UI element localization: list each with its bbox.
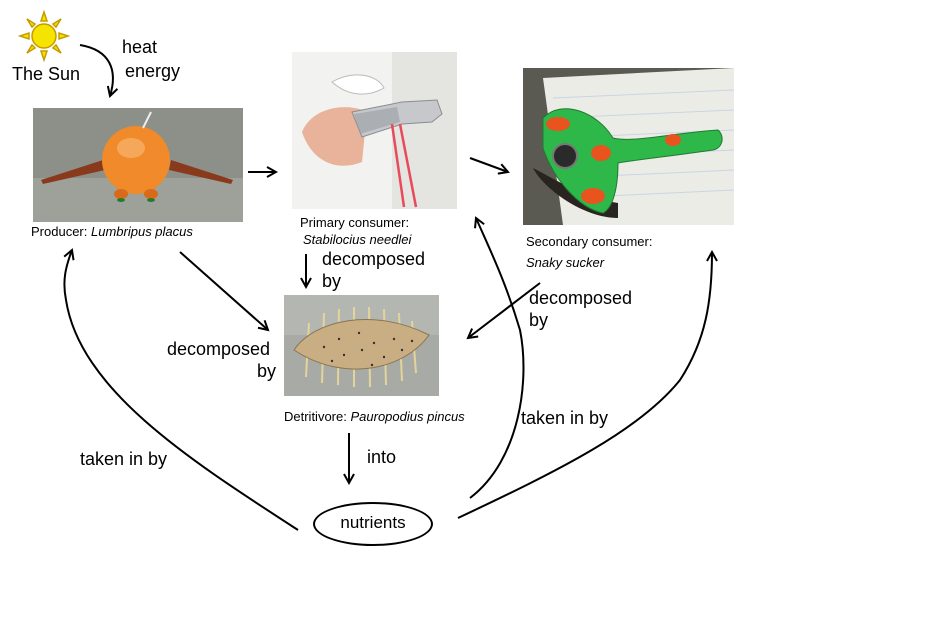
- producer-name: Lumbripus placus: [91, 224, 193, 239]
- producer-decomposed-label: decomposed: [167, 339, 271, 359]
- secondary-name: Snaky sucker: [526, 255, 605, 270]
- primary-decomposed-by: by: [322, 271, 342, 291]
- nutrients-ellipse: [313, 502, 433, 546]
- secondary-decomposed-label: decomposed: [529, 288, 633, 308]
- detritivore-caption: Detritivore: Pauropodius pincus: [284, 408, 465, 425]
- heat-label: heat: [122, 37, 158, 57]
- detritivore-name: Pauropodius pincus: [350, 409, 465, 424]
- nutrients-label: nutrients: [340, 513, 406, 532]
- taken-in-by-right-label: taken in by: [521, 408, 609, 428]
- sun-label: The Sun: [12, 64, 81, 84]
- into-label: into: [367, 447, 397, 467]
- secondary-decomposed-by: by: [529, 310, 549, 330]
- secondary-caption-name: Snaky sucker: [526, 254, 604, 271]
- taken-in-by-left-label: taken in by: [80, 449, 168, 469]
- producer-photo: [33, 108, 243, 222]
- primary-name: Stabilocius needlei: [303, 232, 412, 247]
- secondary-consumer-photo: [523, 68, 734, 225]
- primary-caption-role: Primary consumer:: [300, 215, 410, 230]
- energy-label: energy: [125, 61, 181, 81]
- producer-role: Producer:: [31, 224, 88, 239]
- primary-decomposed-label: decomposed: [322, 249, 426, 269]
- primary-caption-name: Stabilocius needlei: [303, 231, 411, 248]
- arrow-nutrients-to-producer: [63, 250, 299, 531]
- arrow-producer-to-detritivore: [179, 251, 268, 330]
- arrow-primary-to-secondary: [469, 157, 508, 172]
- arrow-secondary-to-detritivore: [468, 282, 541, 338]
- detritivore-role: Detritivore:: [284, 409, 347, 424]
- detritivore-photo: [284, 295, 439, 396]
- secondary-caption-role: Secondary consumer:: [526, 234, 653, 249]
- sun-icon: [18, 10, 70, 62]
- arrow-nutrients-to-secondary: [457, 252, 712, 519]
- primary-consumer-photo: [292, 52, 457, 209]
- producer-caption: Producer: Lumbripus placus: [31, 223, 193, 240]
- producer-decomposed-by: by: [257, 361, 277, 381]
- arrow-nutrients-to-primary: [469, 218, 525, 499]
- arrow-sun-to-producer: [79, 44, 113, 96]
